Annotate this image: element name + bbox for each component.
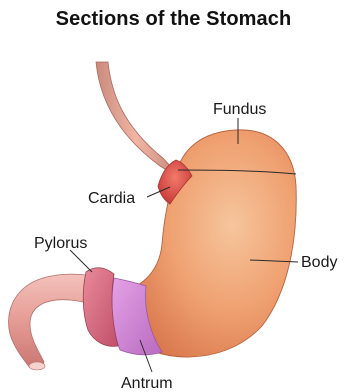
label-fundus: Fundus — [213, 101, 266, 118]
stomach-body-shape — [128, 130, 296, 357]
label-cardia: Cardia — [88, 190, 135, 207]
esophagus-shape — [96, 62, 176, 176]
label-pylorus: Pylorus — [34, 235, 87, 252]
label-antrum: Antrum — [121, 375, 173, 392]
duodenum-shape — [9, 274, 94, 369]
label-body: Body — [301, 254, 337, 271]
pylorus-leader — [70, 250, 92, 272]
duodenum-opening — [29, 362, 45, 370]
